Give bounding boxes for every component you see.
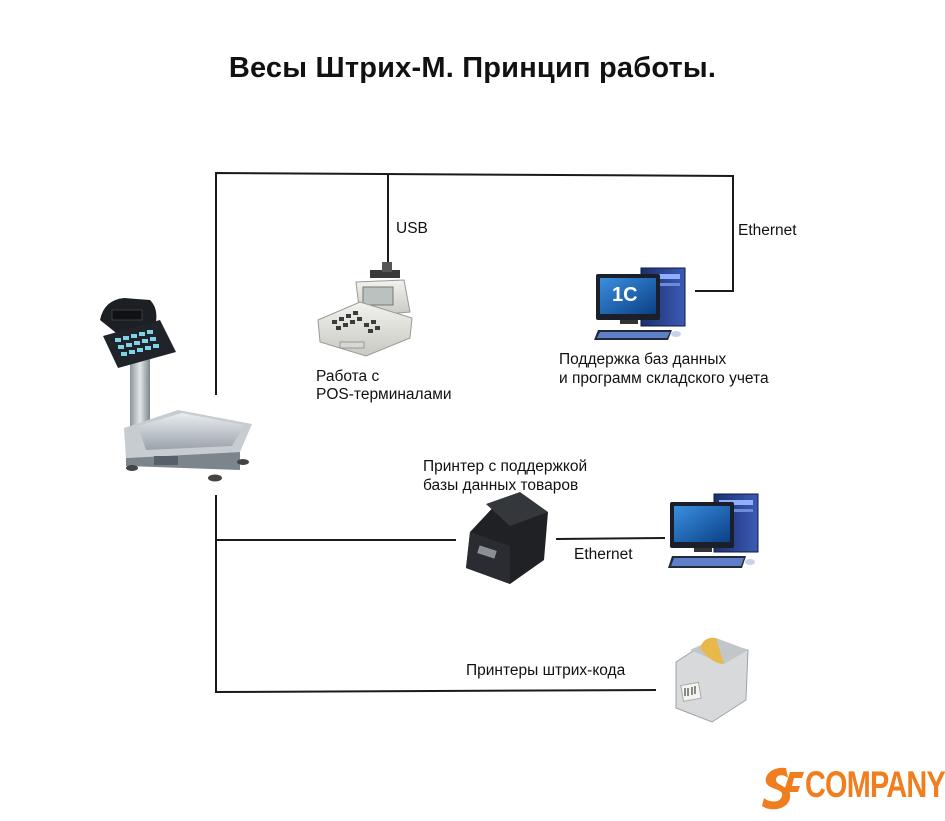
printer-label-line1: Принтер с поддержкой (423, 458, 588, 475)
computer-icon (668, 493, 759, 568)
printer-label-line2: базы данных товаров (423, 477, 579, 494)
pos-label-line1: Работа с (316, 368, 380, 385)
ethernet-mid-line (555, 537, 666, 540)
db-label-line1: Поддержка баз данных (559, 351, 727, 368)
scale-icon (100, 298, 252, 482)
db-label-line2: и программ складского учета (559, 370, 769, 387)
top-bus-line (215, 171, 734, 395)
ethernet-mid-label: Ethernet (574, 546, 633, 563)
pos-label-line2: POS-терминалами (316, 386, 452, 403)
company-logo: COMPANY (760, 764, 945, 814)
barcode-printer-icon (675, 637, 749, 723)
connection-lines (215, 171, 734, 694)
logo-mark-icon (762, 767, 804, 810)
usb-label: USB (396, 220, 428, 237)
ethernet-top-label: Ethernet (738, 222, 797, 239)
receipt-printer-icon (466, 492, 548, 584)
logo-text: COMPANY (805, 764, 945, 805)
computer-1c-icon (594, 267, 686, 340)
pos-terminal-icon (317, 262, 413, 357)
bottom-bus-line (215, 495, 657, 694)
barcode-printer-label: Принтеры штрих-кода (466, 662, 626, 679)
diagram-title: Весы Штрих-М. Принцип работы. (228, 52, 717, 84)
monitor-1c-label: 1С (612, 284, 638, 306)
